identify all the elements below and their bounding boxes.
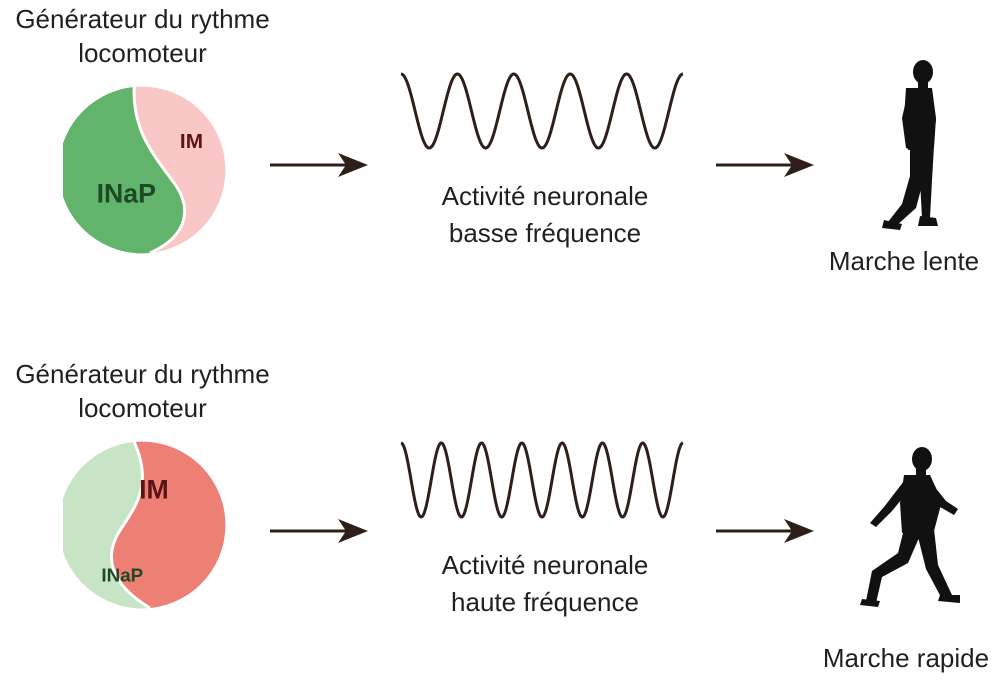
generator-title: Générateur du rythme locomoteur: [0, 2, 285, 70]
low-frequency-wave: [400, 72, 684, 150]
generator-title-line2: locomoteur: [78, 393, 207, 423]
activity-caption-line2: basse fréquence: [448, 218, 642, 248]
result-label: Marche rapide: [822, 643, 990, 673]
arrow-icon: [716, 153, 814, 177]
inap-label: INaP: [97, 179, 156, 209]
inap-label: INaP: [101, 564, 143, 585]
result-label: Marche lente: [828, 246, 980, 276]
region-divider: [110, 441, 151, 609]
generator-title-line1: Générateur du rythme: [15, 359, 270, 389]
generator-yinyang-diagram: INaP IM: [63, 86, 226, 254]
generator-title: Générateur du rythme locomoteur: [0, 357, 285, 425]
inap-region: [63, 86, 185, 254]
row-slow-walk: Générateur du rythme locomoteur INaP IM …: [0, 0, 999, 340]
fast-walker-icon: [860, 447, 960, 607]
wave-trace: [400, 441, 684, 519]
generator-yinyang-diagram: IM INaP: [63, 441, 226, 609]
high-frequency-wave: [400, 441, 684, 519]
generator-title-line1: Générateur du rythme: [15, 4, 270, 34]
im-region: [134, 86, 226, 254]
im-label: IM: [180, 130, 203, 153]
im-label: IM: [139, 474, 169, 504]
activity-caption: Activité neuronale basse fréquence: [380, 178, 710, 252]
region-divider: [132, 86, 186, 254]
arrow-icon: [270, 519, 368, 543]
activity-caption-line2: haute fréquence: [451, 587, 639, 617]
generator-title-line2: locomoteur: [78, 38, 207, 68]
arrow-icon: [716, 519, 814, 543]
row-fast-walk: Générateur du rythme locomoteur IM INaP …: [0, 355, 999, 695]
inap-region: [63, 441, 150, 609]
slow-walker-icon: [882, 60, 938, 230]
activity-caption-line1: Activité neuronale: [441, 550, 649, 580]
arrow-icon: [270, 153, 368, 177]
activity-caption: Activité neuronale haute fréquence: [380, 547, 710, 621]
im-region: [111, 441, 226, 609]
wave-trace: [400, 72, 684, 150]
activity-caption-line1: Activité neuronale: [441, 181, 649, 211]
